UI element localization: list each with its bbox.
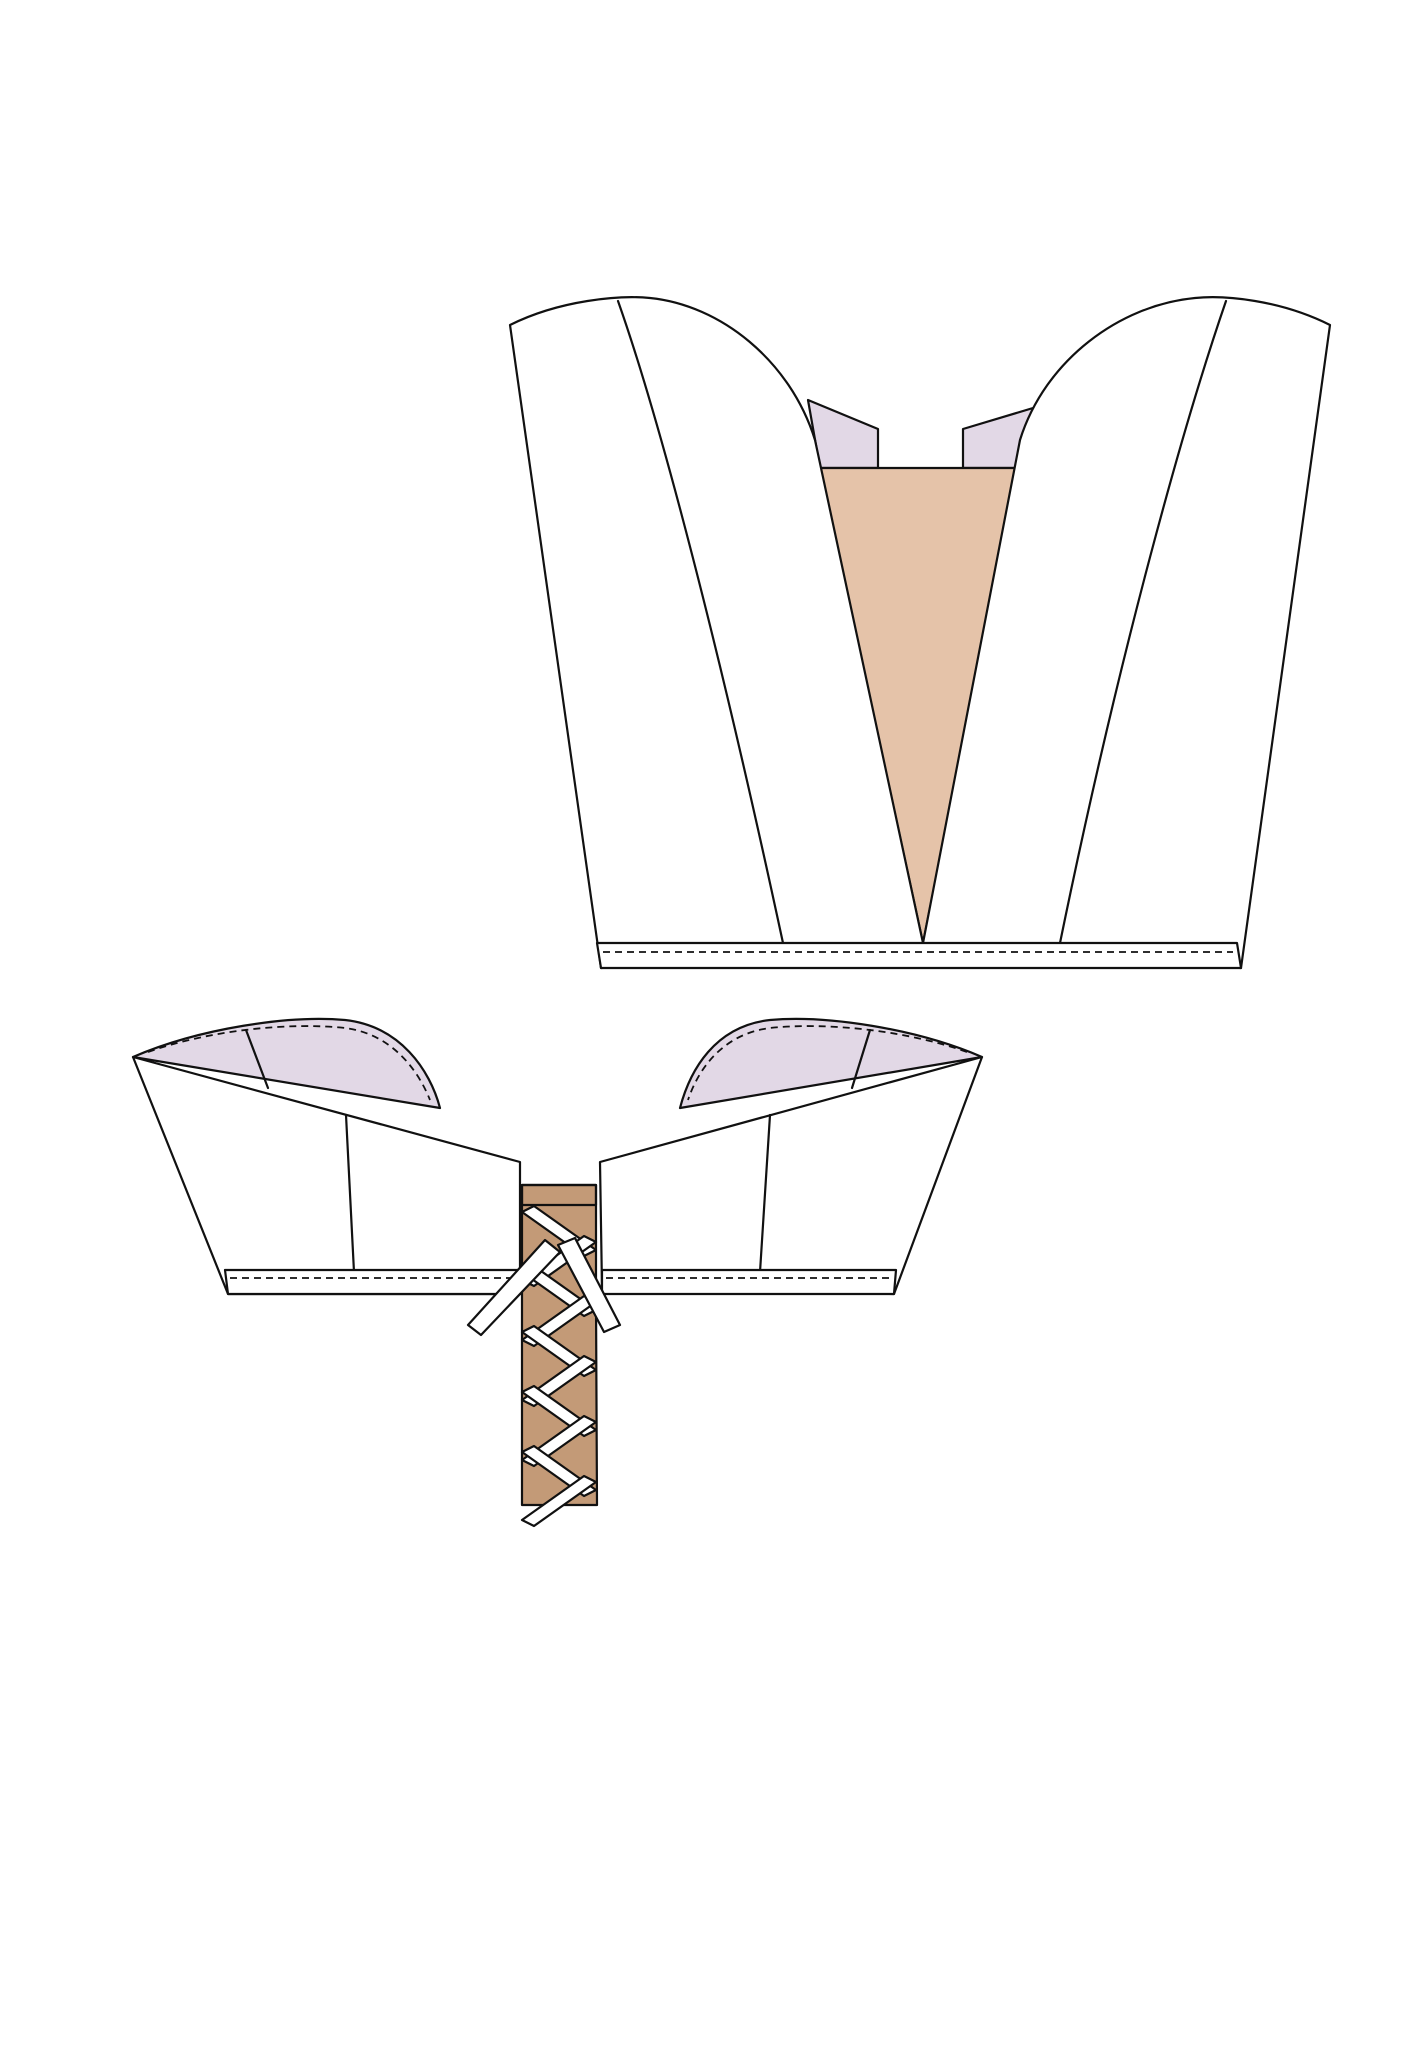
corset-back-view xyxy=(131,1017,984,1528)
back-right-waistband xyxy=(600,1268,898,1296)
back-left-cup-lining xyxy=(131,1017,442,1110)
back-lace-end-right xyxy=(556,1236,622,1334)
back-right-panel xyxy=(598,1055,984,1296)
back-right-cup-lining xyxy=(678,1017,984,1110)
back-underlay-top-band xyxy=(520,1183,598,1207)
back-right-cup-topstitch xyxy=(687,1025,968,1101)
lace-strap xyxy=(520,1474,598,1528)
back-lace-end-left xyxy=(466,1238,562,1337)
front-left-princess-seam xyxy=(616,299,785,945)
back-left-waistband xyxy=(223,1268,522,1296)
back-left-cup-topstitch xyxy=(147,1025,431,1101)
front-left-body xyxy=(508,296,925,970)
back-right-seam xyxy=(758,1113,772,1274)
back-right-cup-seam xyxy=(850,1028,872,1090)
front-right-princess-seam xyxy=(1058,299,1228,945)
front-right-body xyxy=(921,296,1332,970)
back-left-cup-seam xyxy=(244,1028,270,1090)
back-left-seam xyxy=(344,1113,356,1274)
front-waistband xyxy=(595,941,1243,970)
corset-front-view xyxy=(508,296,1332,970)
back-left-panel xyxy=(131,1055,522,1296)
